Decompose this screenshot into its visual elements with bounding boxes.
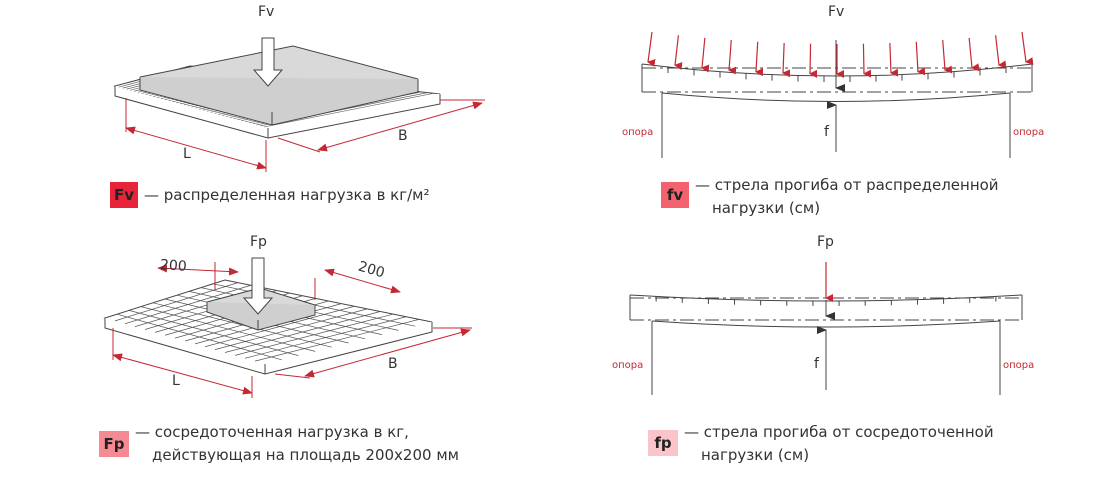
load-arrow xyxy=(942,40,953,74)
fp-small-badge: fp xyxy=(648,430,678,456)
fv-badge: Fv xyxy=(110,182,138,208)
load-arrow xyxy=(755,41,764,77)
force-label: Fv xyxy=(258,4,275,20)
force-arrow-icon xyxy=(242,257,274,315)
force-label: Fp xyxy=(817,234,834,250)
load-arrow xyxy=(1021,31,1034,66)
caption: — распределенная нагрузка в кг/м² xyxy=(144,186,430,204)
support-label: опора xyxy=(1013,127,1045,138)
load-arrow xyxy=(889,42,899,77)
grating-distributed-load xyxy=(113,45,441,139)
load-arrow xyxy=(915,41,926,76)
caption-line: нагрузки (см) xyxy=(701,446,810,464)
load-arrow xyxy=(701,37,710,73)
fv-small-badge: fv xyxy=(661,182,689,208)
caption-line: действующая на площадь 200x200 мм xyxy=(152,446,459,464)
caption-line: — сосредоточенная нагрузка в кг, xyxy=(135,423,409,441)
dim-b-label: B xyxy=(388,356,398,372)
support-label: опора xyxy=(1003,360,1035,371)
dim-l-label: L xyxy=(172,373,180,389)
caption-line: нагрузки (см) xyxy=(712,199,821,217)
load-arrow xyxy=(728,40,737,75)
load-arrow xyxy=(968,37,980,72)
load-arrow xyxy=(647,31,656,67)
support-label: опора xyxy=(612,360,644,371)
dim-b-label: B xyxy=(398,128,408,144)
distributed-load-arrows xyxy=(647,31,1034,78)
load-arrow xyxy=(782,42,791,78)
dimension-lines xyxy=(112,262,472,398)
force-arrow-icon xyxy=(252,37,284,87)
caption-line: — стрела прогиба от сосредоточенной xyxy=(684,423,994,441)
beam-point xyxy=(629,294,1023,395)
force-label: Fp xyxy=(250,234,267,250)
support-label: опора xyxy=(622,127,654,138)
fp-badge: Fp xyxy=(99,431,129,457)
force-label: Fv xyxy=(828,4,845,20)
caption-line: — стрела прогиба от распределенной xyxy=(695,176,999,194)
load-arrow xyxy=(862,43,872,78)
dim-l-label: L xyxy=(183,146,191,162)
dim-200-label: 200 xyxy=(159,257,188,275)
deflection-label: f xyxy=(814,356,819,372)
load-arrow xyxy=(994,35,1007,69)
load-arrow xyxy=(809,43,818,78)
grating-point-load xyxy=(103,279,433,375)
load-arrow xyxy=(674,35,683,70)
deflection-label: f xyxy=(824,124,829,140)
dimension-lines xyxy=(125,98,485,172)
